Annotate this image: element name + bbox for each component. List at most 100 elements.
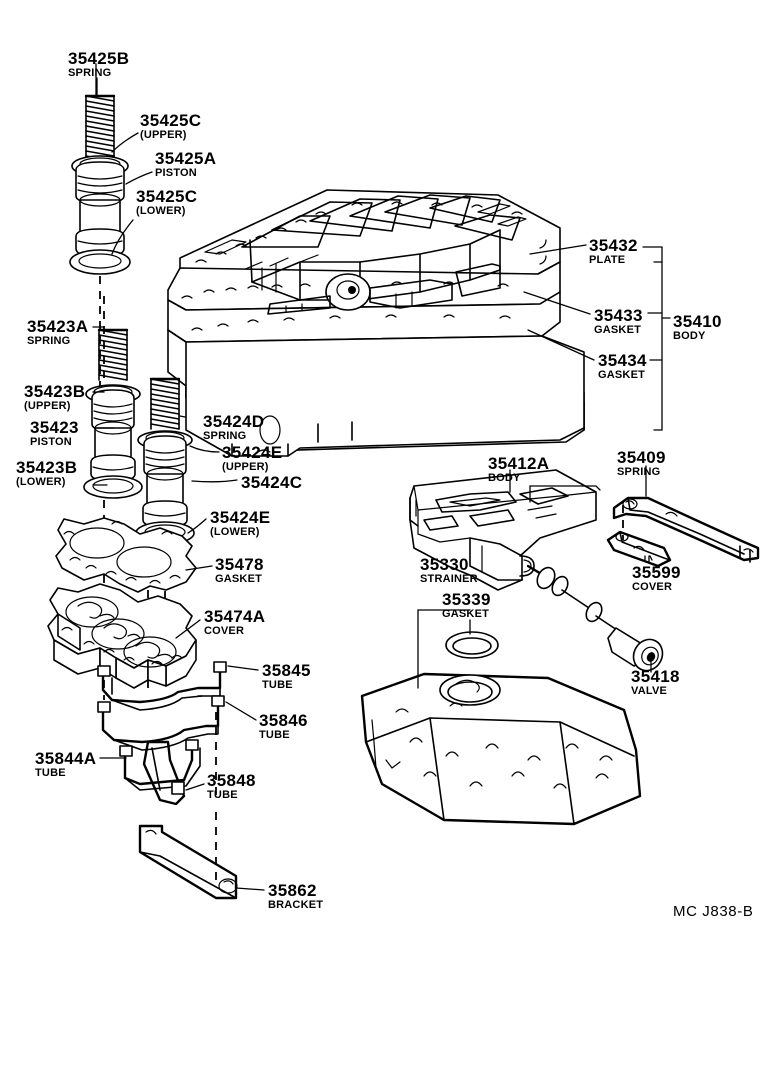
piston-35423 [90, 389, 136, 482]
part-name: (UPPER) [222, 461, 269, 473]
label-35425B: 35425B SPRING [68, 50, 129, 79]
part-number: 35433 [594, 306, 643, 325]
part-number: 35424D [203, 412, 265, 431]
label-35339: 35339 GASKET [442, 591, 491, 620]
tubes-group [97, 661, 227, 880]
part-number: 35330 [420, 555, 469, 574]
cover-35474A [47, 583, 197, 689]
label-35425C-lower: 35425C (LOWER) [136, 188, 197, 217]
part-name: TUBE [207, 789, 238, 801]
part-number: 35599 [632, 563, 681, 582]
label-35474A: 35474A COVER [204, 608, 265, 637]
part-name: (LOWER) [16, 476, 66, 488]
label-35434: 35434 GASKET [598, 352, 647, 381]
part-name: SPRING [203, 430, 247, 442]
label-35424E-upper: 35424E (UPPER) [222, 444, 282, 473]
part-name: GASKET [598, 369, 646, 381]
label-35845: 35845 TUBE [262, 662, 311, 691]
part-35423-assembly [83, 296, 149, 700]
part-name: PISTON [30, 436, 72, 448]
part-name: BODY [488, 472, 521, 484]
label-35478: 35478 GASKET [215, 556, 264, 585]
cover-boss-1 [65, 596, 119, 628]
label-35599: 35599 COVER [632, 564, 681, 593]
plate-35432 [179, 189, 561, 279]
part-35409-35599 [529, 465, 760, 568]
spring-35424D [149, 377, 181, 430]
part-number: 35478 [215, 555, 264, 574]
valve-35418 [526, 564, 664, 673]
part-number: 35423 [30, 418, 79, 437]
piston-35425A [75, 161, 125, 257]
label-35423: 35423 PISTON [30, 419, 79, 448]
part-number: 35474A [204, 607, 266, 626]
part-35410-valve-body [167, 189, 671, 457]
part-number: 35423B [16, 458, 78, 477]
part-number: 35434 [598, 351, 647, 370]
strainer-35330 [360, 609, 642, 826]
part-name: SPRING [68, 67, 112, 79]
part-35412A-body [409, 469, 597, 591]
label-35330: 35330 STRAINER [420, 556, 478, 585]
gasket-35478 [55, 517, 197, 593]
label-35423B-lower: 35423B (LOWER) [16, 459, 77, 488]
label-35423A: 35423A SPRING [27, 318, 88, 347]
part-number: 35845 [262, 661, 311, 680]
part-name: BRACKET [268, 899, 324, 911]
part-number: 35418 [631, 667, 680, 686]
label-35844A: 35844A TUBE [35, 750, 96, 779]
gasket-35339 [445, 619, 499, 659]
part-number: 35425C [140, 111, 202, 130]
part-name: TUBE [259, 729, 290, 741]
part-name: TUBE [262, 679, 293, 691]
part-name: (LOWER) [136, 205, 186, 217]
upper-casting-detail [249, 229, 501, 315]
part-number: 35425C [136, 187, 198, 206]
piston-35424C [142, 435, 188, 528]
label-35425A: 35425A PISTON [155, 150, 216, 179]
part-number: 35425B [68, 49, 130, 68]
spring-35425B [84, 94, 116, 162]
part-name: COVER [204, 625, 245, 637]
label-35412A: 35412A BODY [488, 455, 549, 484]
diagram-footer-code: MC J838-B [673, 903, 754, 920]
part-name: GASKET [442, 608, 490, 620]
cover-boss-2 [91, 618, 145, 650]
part-number: 35410 [673, 312, 722, 331]
label-35846: 35846 TUBE [259, 712, 308, 741]
label-35424C: 35424C [241, 474, 302, 491]
label-35410: 35410 BODY [673, 313, 722, 342]
part-name: GASKET [215, 573, 263, 585]
label-35862: 35862 BRACKET [268, 882, 323, 911]
tube-35848 [142, 740, 186, 806]
part-name: SPRING [27, 335, 71, 347]
part-name: STRAINER [420, 573, 478, 585]
part-number: 35412A [488, 454, 550, 473]
part-name: SPRING [617, 466, 661, 478]
label-35424E-lower: 35424E (LOWER) [210, 509, 270, 538]
part-number: 35339 [442, 590, 491, 609]
part-number: 35424E [210, 508, 271, 527]
tube-35846 [97, 695, 225, 751]
part-number: 35423A [27, 317, 89, 336]
part-name: GASKET [594, 324, 642, 336]
part-name: (UPPER) [140, 129, 187, 141]
tube-35845 [97, 661, 227, 711]
part-number: 35409 [617, 448, 666, 467]
label-35433: 35433 GASKET [594, 307, 643, 336]
part-number: 35844A [35, 749, 97, 768]
label-35409: 35409 SPRING [617, 449, 666, 478]
part-name: VALVE [631, 685, 668, 697]
label-35425C-upper: 35425C (UPPER) [140, 112, 201, 141]
label-35423B-upper: 35423B (UPPER) [24, 383, 85, 412]
part-number: 35424E [222, 443, 283, 462]
spring-35423A [97, 328, 129, 381]
label-35424D: 35424D SPRING [203, 413, 264, 442]
part-number: 35423B [24, 382, 86, 401]
part-name: (UPPER) [24, 400, 71, 412]
tube-35844A [119, 739, 201, 791]
label-35432: 35432 PLATE [589, 237, 638, 266]
part-name: COVER [632, 581, 673, 593]
